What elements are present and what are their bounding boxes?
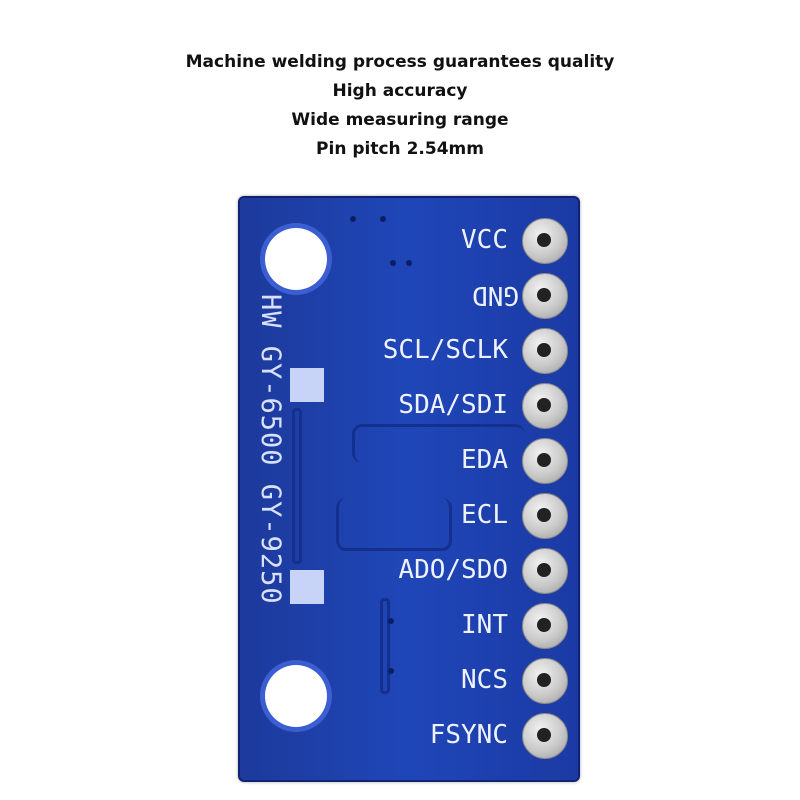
pin-label-gnd: GND <box>472 280 519 310</box>
pin-pad-scl <box>522 328 568 374</box>
via <box>380 216 386 222</box>
via <box>350 216 356 222</box>
via <box>388 668 394 674</box>
pin-label-ecl: ECL <box>461 500 508 530</box>
pin-label-fsync: FSYNC <box>429 720 508 750</box>
pin-label-eda: EDA <box>461 445 508 475</box>
via <box>388 618 394 624</box>
via <box>390 260 396 266</box>
pin-pad-ecl <box>522 493 568 539</box>
pin-pad-gnd <box>522 273 568 319</box>
pin-pad-ado <box>522 548 568 594</box>
trace-left <box>292 408 302 564</box>
chip-pad-top <box>290 368 324 402</box>
pin-label-int: INT <box>461 610 508 640</box>
pin-pad-ncs <box>522 658 568 704</box>
pin-label-vcc: VCC <box>461 225 508 255</box>
chip-pad-bottom <box>290 570 324 604</box>
trace-vertical <box>380 598 390 694</box>
trace-center <box>336 498 452 551</box>
trace-sda <box>352 424 525 463</box>
pin-pad-eda <box>522 438 568 484</box>
caption-line-3: Wide measuring range <box>291 110 509 130</box>
caption-line-1: Machine welding process guarantees quali… <box>185 52 615 72</box>
caption-line-2: High accuracy <box>332 81 468 101</box>
pin-label-ncs: NCS <box>461 665 508 695</box>
board-silkscreen-model: HW GY-6500 GY-9250 <box>255 294 286 605</box>
pin-pad-vcc <box>522 218 568 264</box>
pin-label-scl: SCL/SCLK <box>382 335 508 365</box>
via <box>406 260 412 266</box>
pin-header <box>522 218 570 759</box>
product-caption: Machine welding process guarantees quali… <box>0 48 800 164</box>
mounting-hole-bottom <box>265 665 327 727</box>
sensor-board: HW GY-6500 GY-9250 VCC GND SCL/SCLK SDA/… <box>238 196 580 782</box>
mounting-hole-top <box>265 228 327 290</box>
pin-label-sda: SDA/SDI <box>398 390 508 420</box>
pin-pad-sda <box>522 383 568 429</box>
pin-pad-fsync <box>522 713 568 759</box>
pin-label-ado: ADO/SDO <box>398 555 508 585</box>
pin-pad-int <box>522 603 568 649</box>
caption-line-4: Pin pitch 2.54mm <box>316 139 484 159</box>
